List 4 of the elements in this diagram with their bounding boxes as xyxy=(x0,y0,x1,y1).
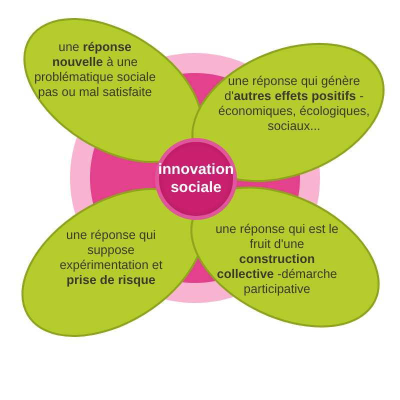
petal-text: une réponse qui suppose expérimentation et prise de risque xyxy=(58,228,164,288)
petal-text: une réponse qui est le fruit d'une construction collective -démarche participative xyxy=(214,222,340,297)
petal-text: une réponse nouvelle à une problématique sociale pas ou mal satisfaite xyxy=(33,40,157,100)
petal-text: une réponse qui génère d'autres effets positifs - économiques, écologiques, sociaux... xyxy=(217,74,371,134)
